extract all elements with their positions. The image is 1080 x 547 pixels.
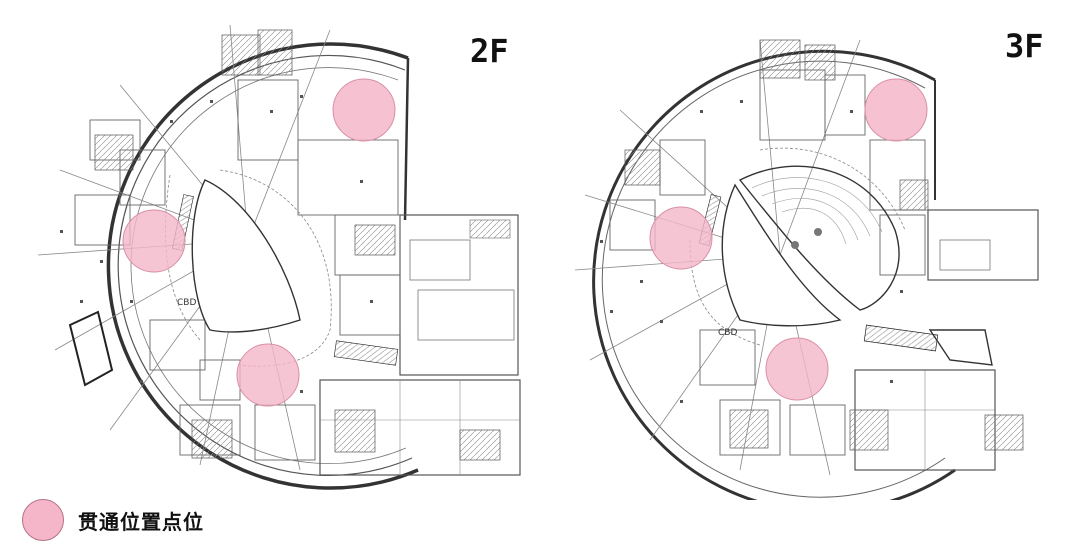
floor-label-2f: 2F bbox=[470, 32, 509, 70]
floor-plans-svg: CBD 2F bbox=[37, 24, 1044, 513]
through-position-marker bbox=[122, 209, 186, 273]
through-position-marker bbox=[864, 78, 928, 142]
floor-plan-3f: CBD 3F bbox=[574, 27, 1044, 513]
fan-atrium bbox=[738, 165, 900, 311]
through-position-marker bbox=[765, 337, 829, 401]
through-position-marker bbox=[332, 78, 396, 142]
floor-plan-2f: CBD 2F bbox=[37, 24, 521, 490]
through-position-marker bbox=[236, 343, 300, 407]
through-position-marker bbox=[649, 206, 713, 270]
legend: 贯通位置点位 bbox=[22, 499, 204, 541]
central-atrium bbox=[721, 183, 842, 327]
cbd-label-left: CBD bbox=[177, 298, 196, 308]
central-atrium bbox=[191, 179, 301, 333]
legend-marker-swatch bbox=[22, 499, 64, 541]
floor-label-3f: 3F bbox=[1005, 27, 1044, 65]
legend-label: 贯通位置点位 bbox=[78, 509, 204, 534]
cbd-label-right: CBD bbox=[718, 328, 737, 338]
